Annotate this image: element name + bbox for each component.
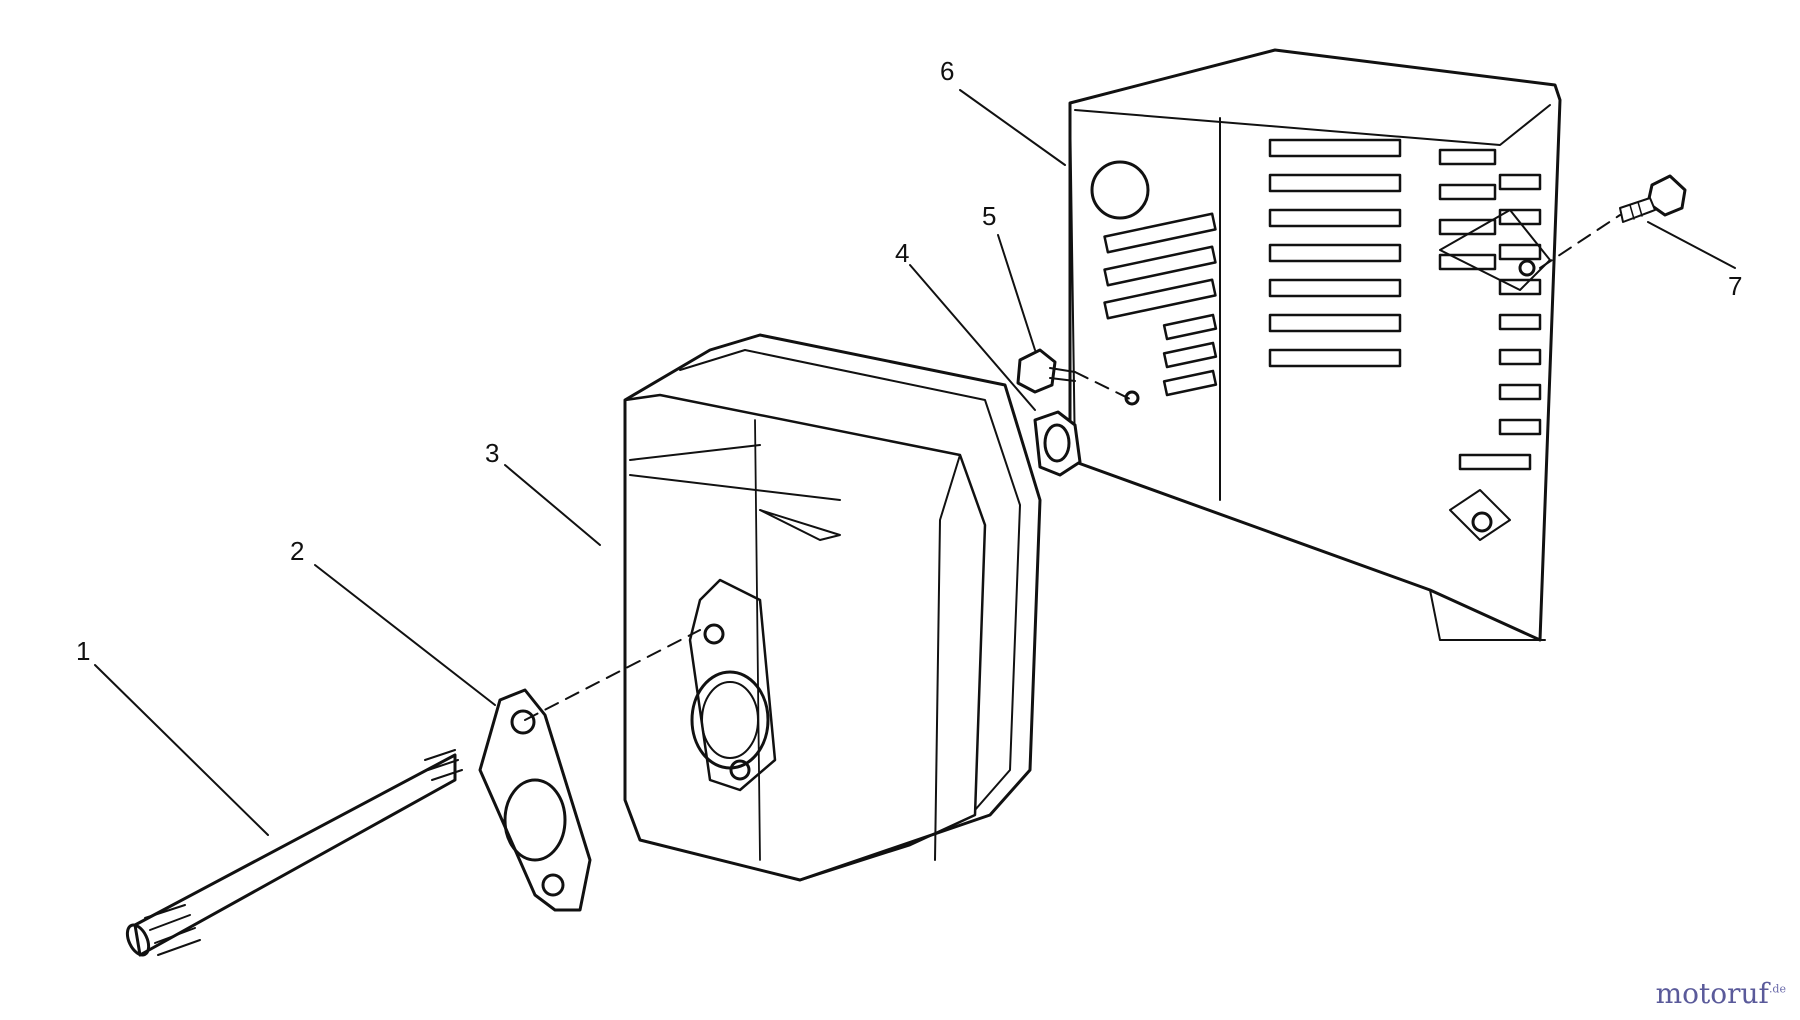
stud-part xyxy=(125,749,463,957)
screw-part xyxy=(1016,348,1076,394)
callout-4: 4 xyxy=(895,238,909,268)
callout-5: 5 xyxy=(982,201,996,231)
watermark-suffix: .de xyxy=(1768,982,1786,996)
callout-2: 2 xyxy=(290,536,304,566)
site-watermark: motoruf.de xyxy=(1656,977,1786,1010)
gasket-part xyxy=(478,688,592,912)
callout-3: 3 xyxy=(485,438,499,468)
callout-6: 6 xyxy=(940,56,954,86)
nut-part xyxy=(1033,410,1082,477)
callout-1: 1 xyxy=(76,636,90,666)
watermark-text: motoruf xyxy=(1655,977,1769,1010)
bolt-part xyxy=(1619,174,1687,223)
heat-shield-part xyxy=(1068,48,1562,642)
callout-7: 7 xyxy=(1728,271,1742,301)
muffler-part xyxy=(623,333,1042,882)
